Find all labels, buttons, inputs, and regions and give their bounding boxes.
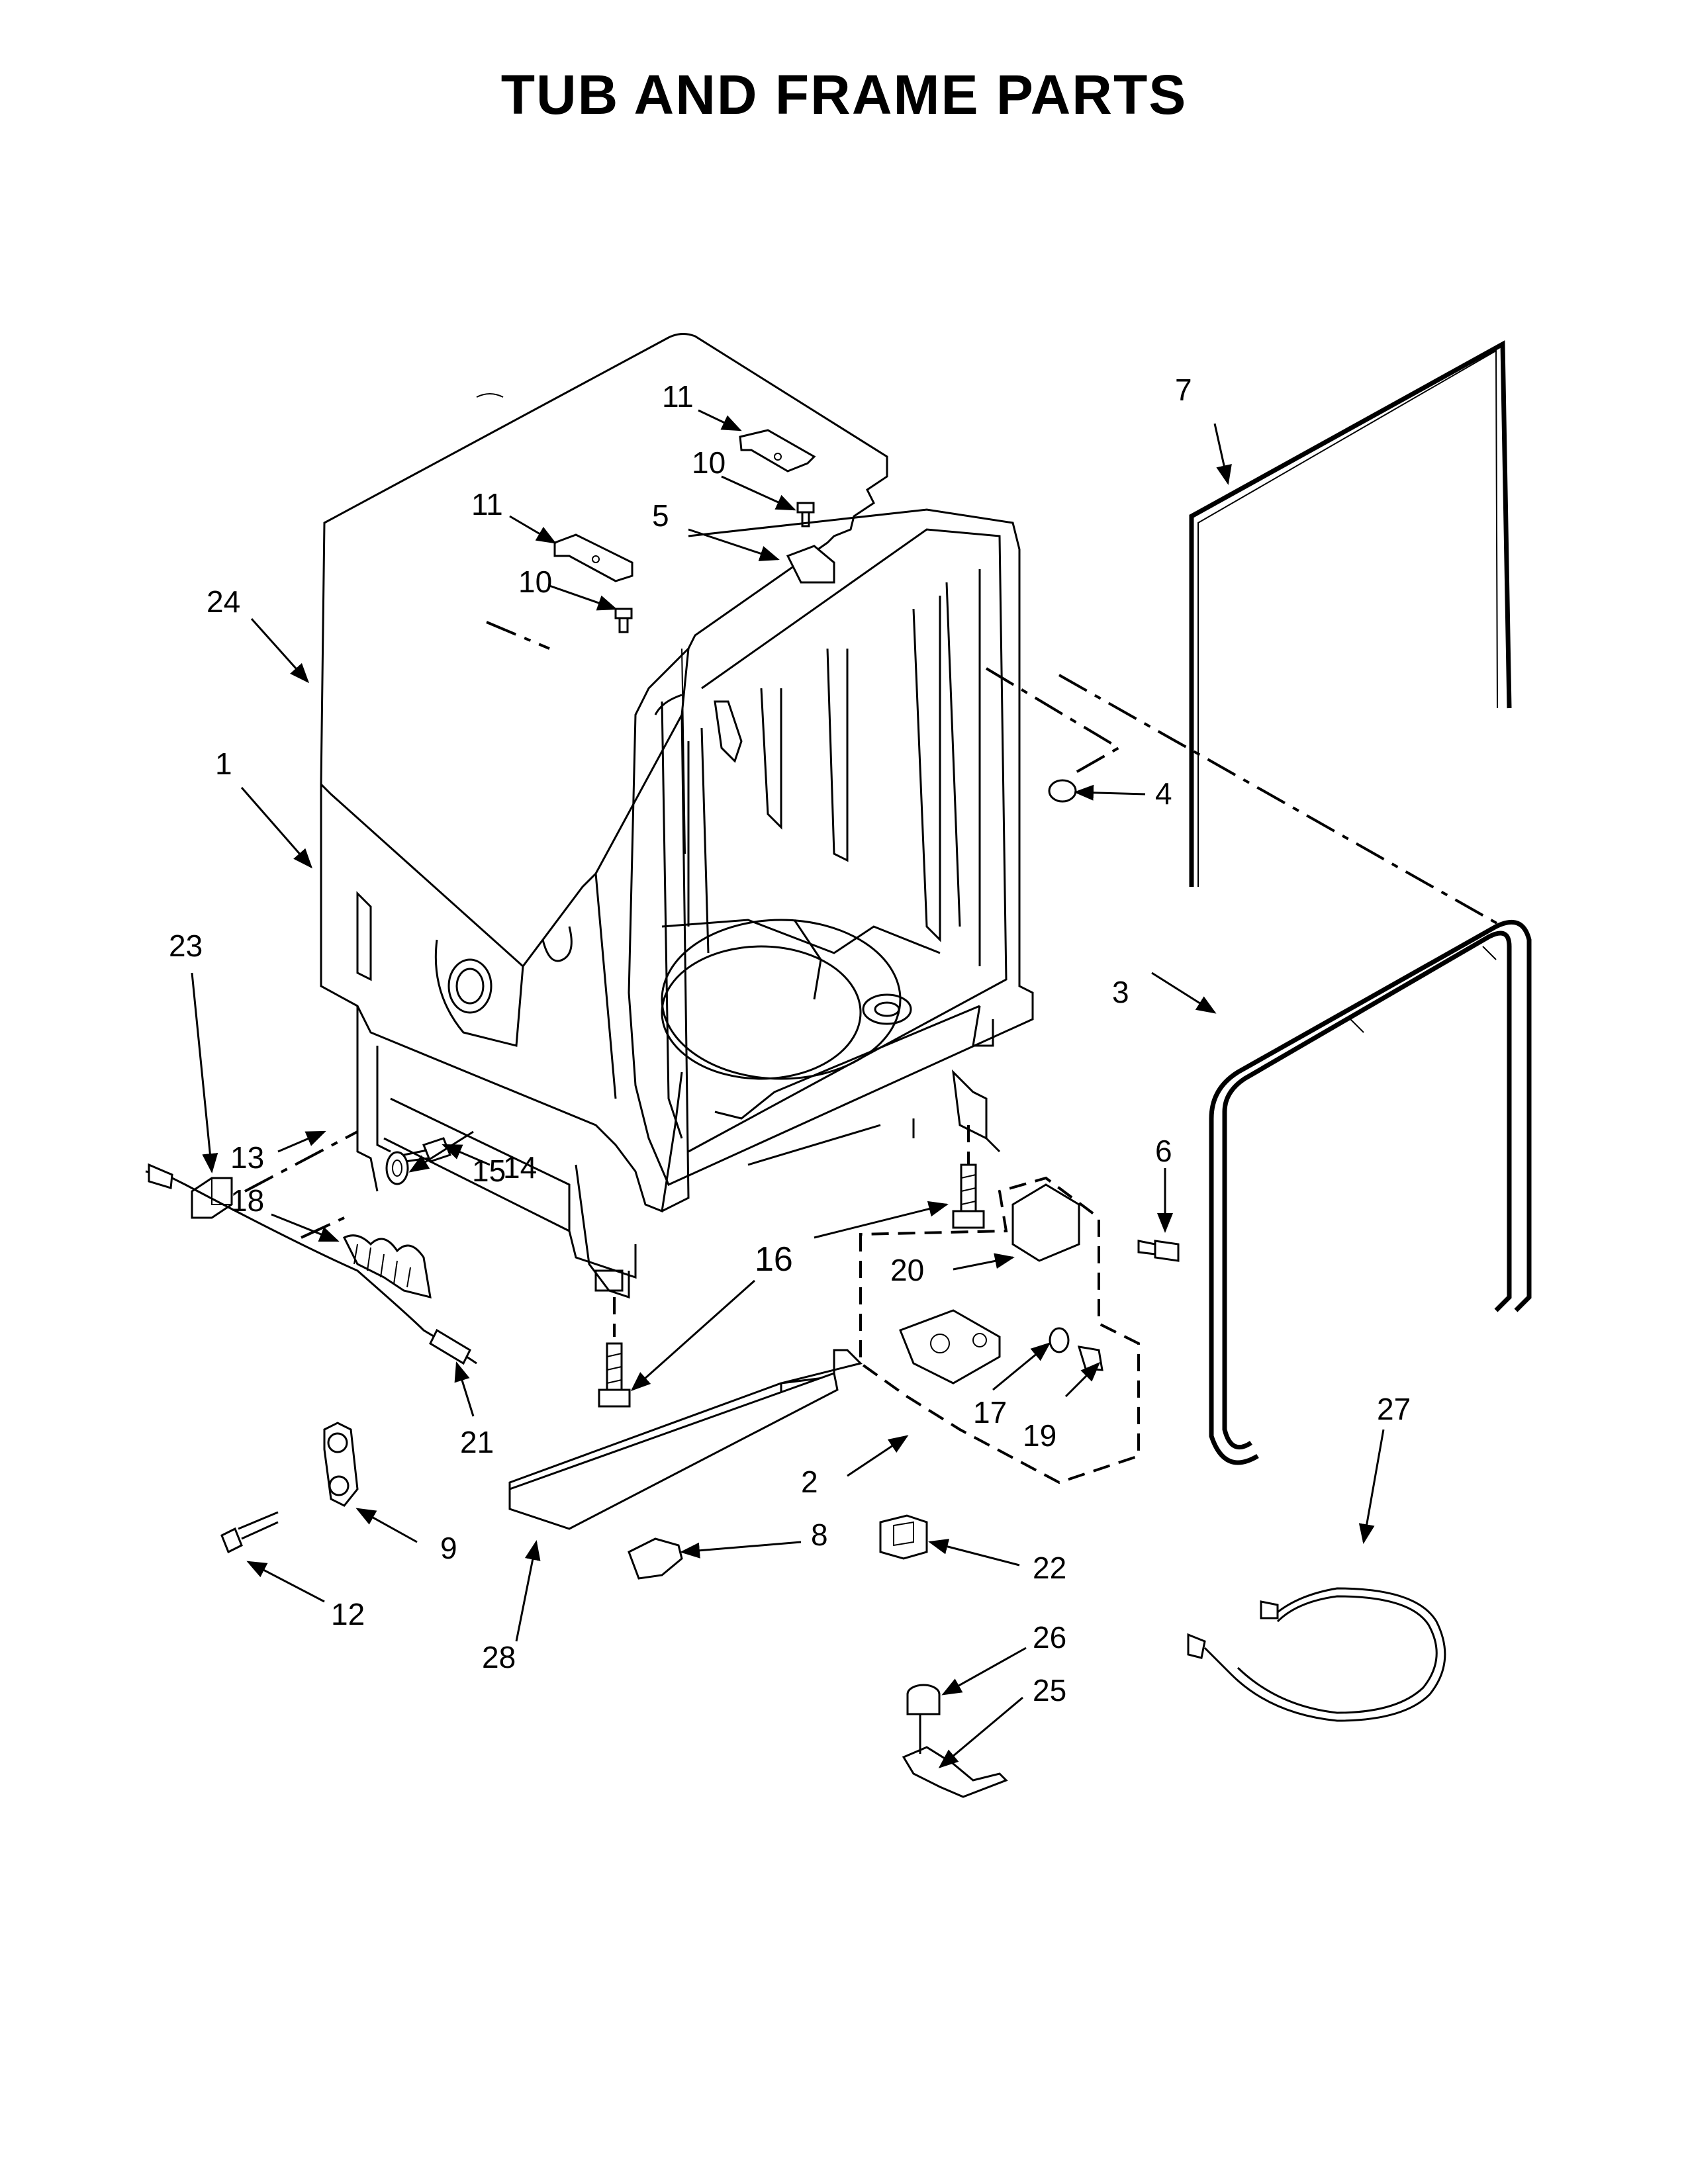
callout-19: 19 <box>1023 1418 1056 1453</box>
bracket-part-9 <box>323 1422 359 1507</box>
page-title: TUB AND FRAME PARTS <box>500 64 1188 126</box>
callout-22: 22 <box>1033 1551 1066 1585</box>
callout-16: 16 <box>755 1240 793 1279</box>
alignment-line-blanket <box>486 621 550 650</box>
cable-assembly-part <box>145 1163 477 1365</box>
plug-part <box>1048 779 1077 803</box>
callout-27: 27 <box>1377 1392 1411 1426</box>
alignment-line-clip <box>244 1130 358 1193</box>
base-plate-part <box>508 1349 863 1530</box>
callout-24: 24 <box>207 584 240 619</box>
callout-12: 12 <box>331 1597 365 1631</box>
door-gasket-part <box>1209 919 1532 1465</box>
callout-10-upper: 10 <box>692 445 726 480</box>
bracket-part-lower <box>553 533 633 582</box>
alignment-line-gasket <box>1058 674 1503 928</box>
callout-28: 28 <box>482 1640 516 1674</box>
callout-20: 20 <box>890 1253 924 1287</box>
callout-8: 8 <box>811 1518 828 1552</box>
leveling-leg-part-right <box>952 1125 985 1229</box>
wire-harness-part <box>1187 1587 1446 1722</box>
screw-part-6 <box>1137 1240 1180 1262</box>
callout-4: 4 <box>1155 776 1172 811</box>
tub-part <box>320 508 1034 1299</box>
callout-17: 17 <box>973 1395 1007 1430</box>
screw-part-upper <box>796 502 815 527</box>
callout-14: 14 <box>503 1150 537 1185</box>
washer-part-15 <box>385 1151 409 1185</box>
callout-23: 23 <box>169 929 203 963</box>
callout-15: 15 <box>472 1154 506 1188</box>
clip-part-8 <box>628 1537 683 1580</box>
screw-part-12 <box>220 1511 279 1554</box>
clip-part <box>786 545 835 584</box>
screw-part-lower <box>614 608 633 633</box>
spring-part <box>342 1234 432 1299</box>
side-gasket-part <box>1189 340 1512 887</box>
callout-13: 13 <box>230 1140 264 1175</box>
callout-9: 9 <box>440 1531 457 1565</box>
callout-7: 7 <box>1175 373 1192 407</box>
callout-11-lower: 11 <box>471 487 503 522</box>
callout-labels: 11 10 11 10 5 24 1 7 4 3 6 23 13 14 15 1… <box>169 373 1411 1707</box>
leader-arrows <box>191 409 1385 1768</box>
callout-21: 21 <box>460 1425 494 1459</box>
callout-11-upper: 11 <box>662 379 694 414</box>
thermostat-part-26 <box>906 1684 941 1715</box>
callout-25: 25 <box>1033 1673 1066 1707</box>
bracket-kit-part-group <box>859 1176 1140 1484</box>
callout-10-lower: 10 <box>518 565 552 599</box>
leveling-leg-part-left <box>598 1297 631 1408</box>
bracket-part-upper <box>739 429 816 473</box>
callout-2: 2 <box>801 1465 818 1499</box>
callout-18: 18 <box>230 1183 264 1218</box>
insulation-blanket-part <box>320 333 888 968</box>
callout-5: 5 <box>652 498 669 533</box>
callout-26: 26 <box>1033 1620 1066 1655</box>
block-part-22 <box>879 1514 928 1560</box>
alignment-line-plug <box>985 667 1121 776</box>
callout-1: 1 <box>215 747 232 781</box>
callout-3: 3 <box>1112 975 1129 1009</box>
callout-6: 6 <box>1155 1134 1172 1168</box>
